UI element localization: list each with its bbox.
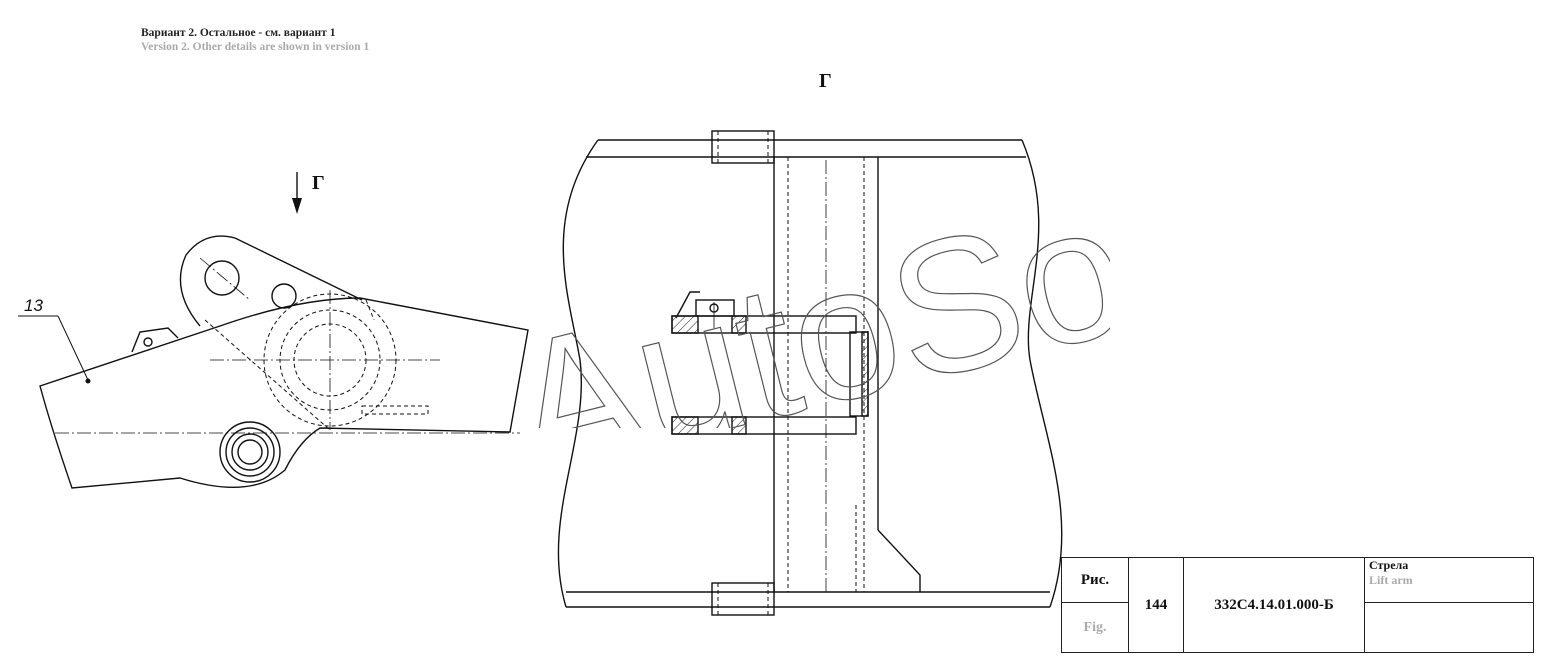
- figure-header: Вариант 2. Остальное - см. вариант 1 Ver…: [141, 26, 369, 54]
- fig-label-ru: Рис.: [1061, 556, 1129, 604]
- view-label-top: Г: [819, 70, 832, 92]
- part-name: Стрела Lift arm: [1364, 556, 1534, 604]
- part-name-ru: Стрела: [1369, 558, 1409, 572]
- header-line-ru: Вариант 2. Остальное - см. вариант 1: [141, 27, 336, 39]
- side-view: [18, 172, 529, 489]
- title-block-empty-cell: [1364, 602, 1534, 653]
- fig-label-en: Fig.: [1061, 602, 1129, 653]
- document-number: 332С4.14.01.000-Б: [1183, 557, 1365, 653]
- header-line-en: Version 2. Other details are shown in ve…: [141, 41, 370, 53]
- title-block: Рис. 144 332С4.14.01.000-Б Стрела Lift a…: [1061, 556, 1534, 653]
- view-g: [557, 130, 1063, 616]
- view-arrow-label: Г: [312, 172, 325, 194]
- position-callout-13: 13: [24, 296, 43, 315]
- view-arrow-head: [292, 198, 302, 214]
- part-name-en: Lift arm: [1369, 573, 1413, 587]
- fig-number: 144: [1128, 557, 1184, 653]
